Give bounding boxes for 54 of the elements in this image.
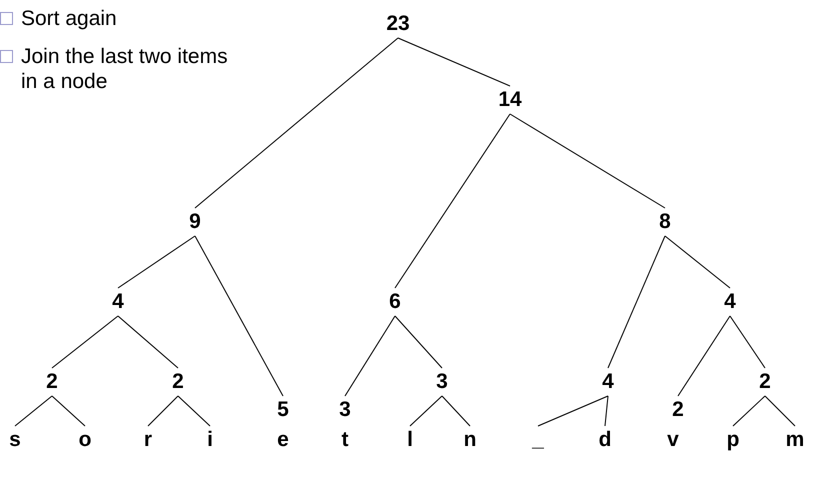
tree-edge xyxy=(730,316,766,368)
tree-edge xyxy=(398,38,510,86)
tree-node-label: r xyxy=(142,428,154,452)
tree-edge xyxy=(394,114,510,288)
tree-node-label: 4 xyxy=(110,290,126,314)
tree-edge xyxy=(194,38,398,208)
tree-node-label: 2 xyxy=(670,398,686,422)
tree-edge xyxy=(410,396,442,426)
tree-node-label: v xyxy=(665,428,681,452)
tree-edge xyxy=(344,316,396,396)
tree-node-label: 4 xyxy=(722,290,738,314)
tree-edge xyxy=(442,396,470,426)
tree-node-label: n xyxy=(462,428,478,452)
tree-node-label: 4 xyxy=(600,370,616,394)
tree-node-label: 8 xyxy=(657,210,673,234)
tree-edge xyxy=(14,396,52,426)
tree-edge xyxy=(118,236,196,288)
tree-edge xyxy=(664,236,730,288)
tree-edge xyxy=(394,316,442,368)
tree-node-label: l xyxy=(405,428,415,452)
tree-node-label: e xyxy=(275,428,291,452)
tree-edge xyxy=(764,396,796,426)
tree-edge xyxy=(52,316,118,368)
bullet-text: Join the last two items in a node xyxy=(21,44,229,94)
tree-node-label: _ xyxy=(530,428,546,452)
bullet-text: Sort again xyxy=(21,6,117,31)
tree-node-label: d xyxy=(596,428,614,452)
tree-node-label: m xyxy=(784,428,806,452)
tree-edge xyxy=(538,396,608,426)
tree-node-label: 3 xyxy=(337,398,353,422)
tree-node-label: 2 xyxy=(170,370,186,394)
tree-node-label: 2 xyxy=(757,370,773,394)
tree-edge xyxy=(194,236,284,396)
tree-edge xyxy=(178,396,210,426)
tree-node-label: 3 xyxy=(434,370,450,394)
tree-node-label: i xyxy=(205,428,215,452)
tree-node-label: 14 xyxy=(496,88,524,112)
tree-node-label: 5 xyxy=(275,398,291,422)
tree-edge xyxy=(678,316,730,396)
tree-edge xyxy=(52,396,86,426)
tree-node-label: 23 xyxy=(384,12,412,36)
tree-edge xyxy=(118,316,178,368)
tree-node-label: p xyxy=(724,428,742,452)
tree-edge xyxy=(604,396,608,426)
tree-node-label: 9 xyxy=(187,210,203,234)
tree-node-label: 2 xyxy=(44,370,60,394)
tree-edge xyxy=(608,236,666,368)
tree-edge xyxy=(732,396,766,426)
tree-edge xyxy=(510,114,666,208)
tree-node-label: t xyxy=(340,428,350,452)
tree-node-label: s xyxy=(7,428,23,452)
tree-node-label: o xyxy=(76,428,94,452)
tree-edge xyxy=(148,396,178,426)
tree-node-label: 6 xyxy=(387,290,403,314)
